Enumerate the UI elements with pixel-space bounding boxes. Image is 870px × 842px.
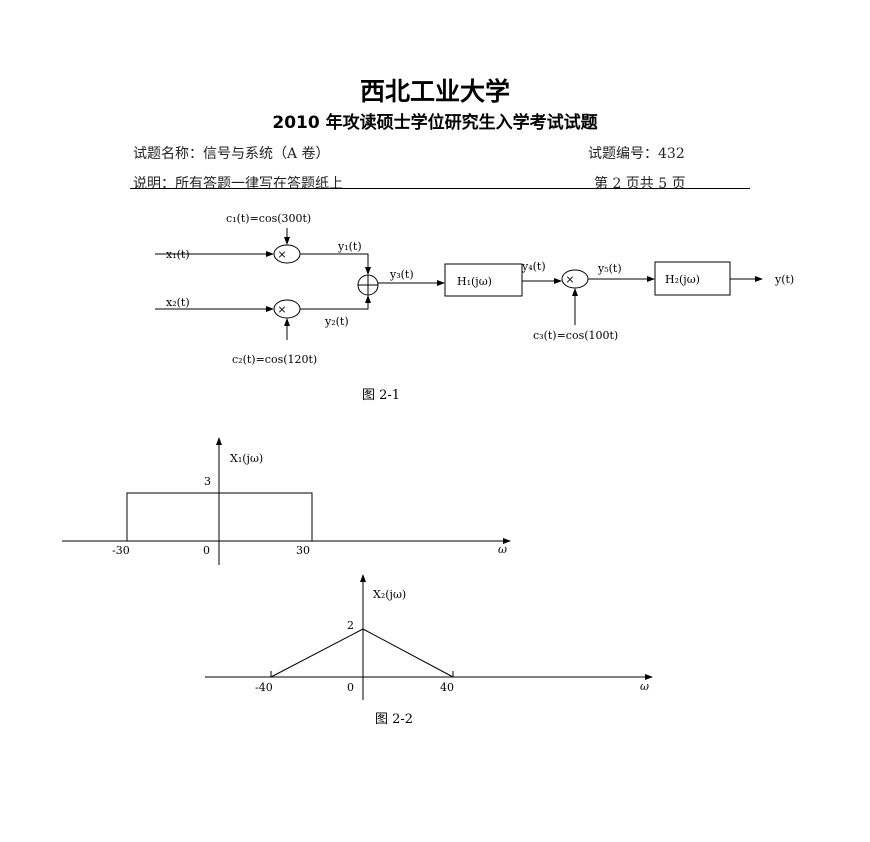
label-c2: c₂(t)=cos(120t)	[232, 353, 317, 366]
x2-label: X₂(jω)	[373, 588, 406, 601]
x1-label: X₁(jω)	[230, 452, 263, 465]
subject-name: 试题名称：信号与系统（A 卷）	[133, 146, 330, 162]
h1-block	[444, 263, 523, 297]
subject-code: 试题编号：432	[588, 146, 685, 162]
label-y2: y₂(t)	[324, 315, 349, 328]
label-y4: y₄(t)	[521, 260, 546, 273]
mult-1-symbol: ×	[277, 248, 286, 261]
x2-amp: 2	[347, 619, 354, 632]
x1-tick: -30	[112, 544, 130, 557]
rect-spectrum	[126, 492, 313, 541]
label-h1: H₁(jω)	[457, 275, 492, 288]
x2-tick: 40	[440, 681, 454, 694]
caption-fig-2-1: 图 2-1	[362, 388, 400, 403]
label-y5: y₅(t)	[597, 262, 622, 275]
label-h2: H₂(jω)	[665, 273, 700, 286]
block-diagram	[155, 228, 763, 340]
x2-tick: 0	[347, 681, 354, 694]
mult-3-symbol: ×	[565, 273, 574, 286]
triangle-spectrum	[270, 628, 454, 678]
label-y3: y₃(t)	[389, 268, 414, 281]
header-rule	[130, 188, 750, 189]
label-c3: c₃(t)=cos(100t)	[533, 329, 618, 342]
label-y: y(t)	[774, 273, 794, 286]
mult-2-symbol: ×	[277, 303, 286, 316]
label-x2: x₂(t)	[166, 296, 190, 309]
block-labels: × × × c₁(t)=cos(300t) x₁(t) y₁(t) x₂(t) …	[166, 212, 794, 403]
x2-omega: ω	[640, 680, 649, 693]
plot-x1	[62, 437, 511, 565]
x1-tick: 0	[203, 544, 210, 557]
caption-fig-2-2: 图 2-2	[375, 712, 413, 727]
x2-tick: -40	[255, 681, 273, 694]
x1-tick: 30	[296, 544, 310, 557]
label-y1: y₁(t)	[337, 240, 362, 253]
x1-omega: ω	[498, 543, 507, 556]
exam-subtitle: 2010 年攻读硕士学位研究生入学考试试题	[272, 113, 598, 133]
university-title: 西北工业大学	[359, 77, 510, 106]
label-x1: x₁(t)	[166, 248, 190, 261]
plot-x2	[205, 574, 653, 700]
x1-amp: 3	[204, 475, 211, 488]
label-c1: c₁(t)=cos(300t)	[226, 212, 311, 225]
